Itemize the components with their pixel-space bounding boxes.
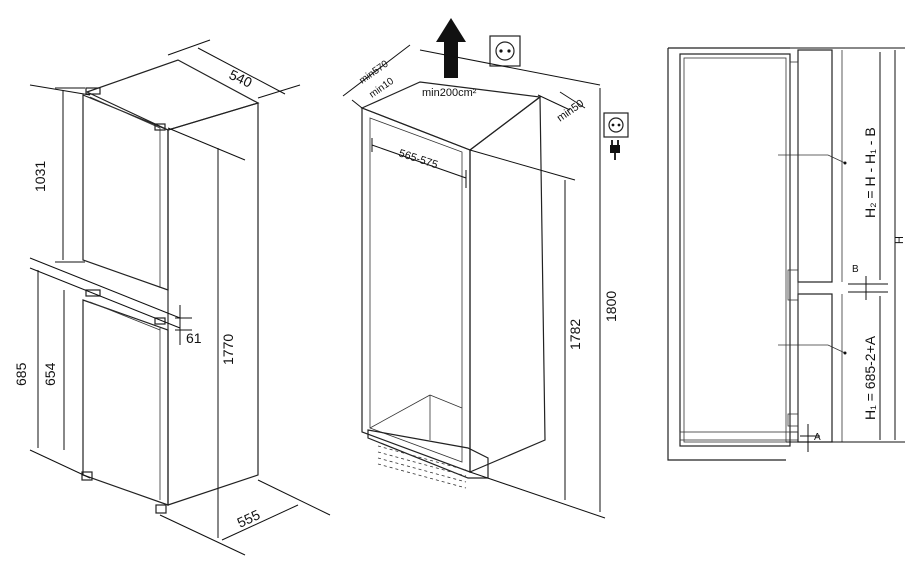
niche-height-1782-label: 1782 [567,319,583,350]
height-1770-label: 1770 [220,334,236,365]
h-label: H [894,236,906,244]
bottom-654-label: 654 [42,362,58,386]
h1-formula-label: H₁ = 685-2+A [862,335,878,420]
a-label: A [814,432,821,443]
gap-61-label: 61 [186,330,202,346]
width-range-label: 565-575 [397,147,439,171]
wall-socket-icon [489,35,521,67]
niche-drawing [360,81,546,479]
plug-icon [610,140,620,160]
fridge-drawing [81,59,260,514]
vent-area-label: min200cm² [422,87,477,99]
top-door-1031-label: 1031 [32,161,48,192]
side-socket-icon [603,112,629,138]
fridge-dimension-lines [29,39,331,556]
bottom-685-label: 685 [13,362,29,386]
overall-height-1800-label: 1800 [603,291,619,322]
niche-vent-grille [377,445,467,489]
b-label: B [852,264,859,275]
section-drawing [667,47,847,461]
width-540-label: 540 [227,66,255,90]
section-dimension-lines [786,47,905,452]
depth-555-label: 555 [235,506,263,530]
h2-formula-label: H₂ = H - H₁ - B [862,127,878,218]
min50-label: min50 [555,97,586,124]
niche-dimension-lines [342,44,606,519]
airflow-arrow-icon [436,18,466,78]
